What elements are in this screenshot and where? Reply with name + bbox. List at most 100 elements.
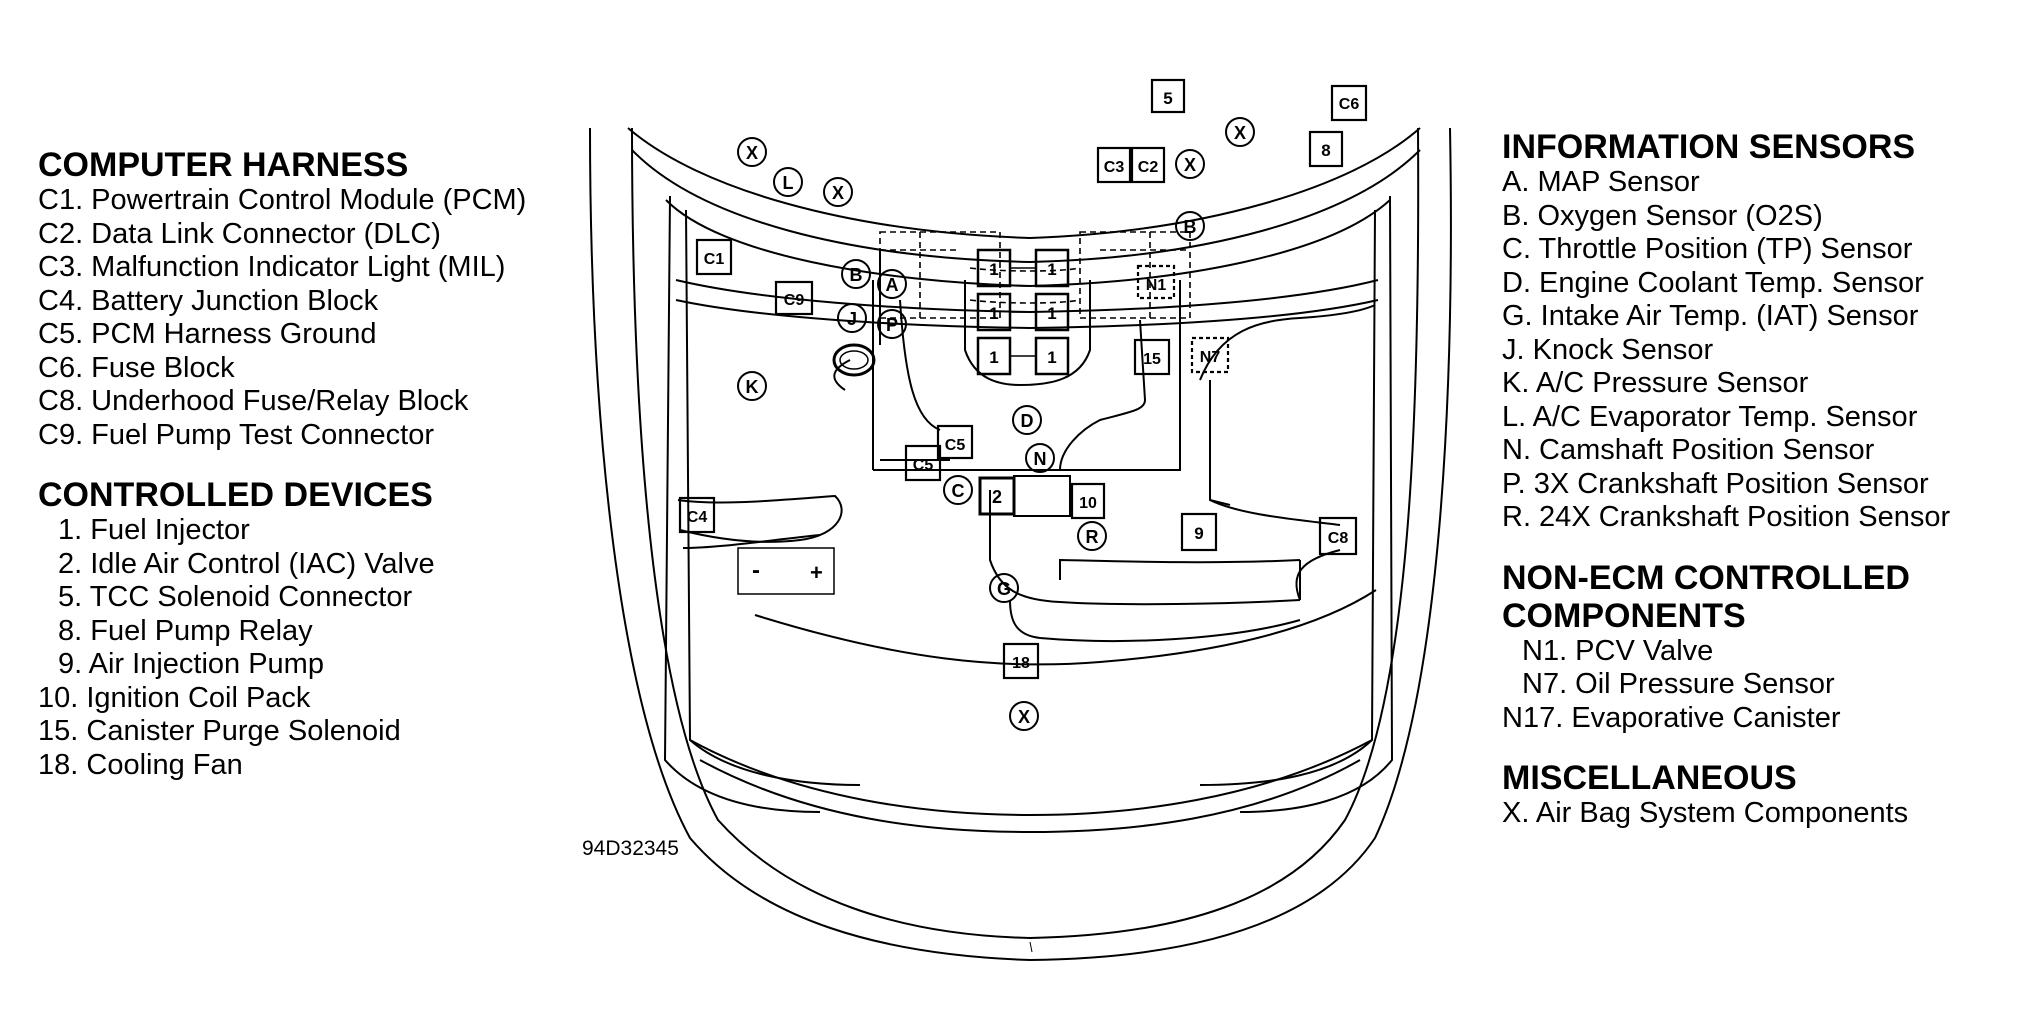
circle-label-p: P [886,315,898,335]
injector-label: 1 [989,304,998,323]
list-item: N17. Evaporative Canister [1502,701,1841,734]
list-item: C9. Fuel Pump Test Connector [38,418,434,451]
box-9-label: 9 [1194,524,1203,543]
non-ecm-heading: NON-ECM CONTROLLED COMPONENTS [1502,559,1950,635]
list-item: C4. Battery Junction Block [38,284,379,317]
box-c5-lower: C5 [904,444,942,482]
fuel-injectors: 1 1 1 1 1 1 [976,248,1070,376]
battery-minus: - [752,557,760,584]
list-item: R. 24X Crankshaft Position Sensor [1502,501,1951,533]
circle-label-j: J [847,309,857,329]
box-c5-upper-label: C5 [945,437,966,454]
box-c3-label: C3 [1104,159,1125,176]
list-item: C5. PCM Harness Ground [38,318,377,350]
circle-label-x: X [1018,707,1030,727]
injector-label: 1 [1047,260,1056,279]
circle-label-d: D [1021,411,1034,431]
non-ecm-list: N1. PCV Valve N7. Oil Pressure Sensor N1… [1502,635,1950,736]
list-item: N7. Oil Pressure Sensor [1522,668,1835,700]
circle-label-g: G [997,579,1011,599]
circle-label-x: X [1234,123,1246,143]
airbag-x-marker: X [1175,149,1205,179]
box-c8: C8 [1318,516,1358,556]
circle-label-b: B [1184,217,1197,237]
box-18-label: 18 [1012,655,1030,672]
iat-sensor-g: G [989,573,1019,603]
knock-sensor-oval [832,343,876,377]
coolant-sensor-d: D [1012,405,1042,435]
list-item: 1. Fuel Injector [58,514,250,546]
miscellaneous-list: X. Air Bag System Components [1502,797,1950,831]
knock-sensor-j: J [837,303,867,333]
box-10: 10 [1070,482,1106,520]
list-item: A. MAP Sensor [1502,166,1700,198]
non-ecm-heading-line2: COMPONENTS [1502,596,1746,635]
injector-box: 1 [976,336,1012,376]
box-c6-label: C6 [1339,96,1360,113]
sensor-circles: X L X X X B B A J P K D N C R G X [737,117,1255,731]
oxygen-sensor-b-right: B [1175,211,1205,241]
injector-box: 1 [976,248,1012,288]
box-c6: C6 [1330,84,1368,122]
throttle-body [1013,475,1071,517]
airbag-x-marker: X [1225,117,1255,147]
component-boxes: 5 C6 8 C3 C2 C1 C9 N1 [678,78,1368,680]
circle-label-x: X [1184,155,1196,175]
camshaft-sensor-n: N [1025,443,1055,473]
box-c4-label: C4 [687,509,708,526]
list-item: P. 3X Crankshaft Position Sensor [1502,467,1929,500]
box-c2-label: C2 [1138,159,1159,176]
box-c1-label: C1 [704,251,725,268]
list-item: L. A/C Evaporator Temp. Sensor [1502,400,1918,433]
list-item: D. Engine Coolant Temp. Sensor [1502,266,1924,299]
controlled-devices-heading: CONTROLLED DEVICES [38,476,433,514]
computer-harness-heading: COMPUTER HARNESS [38,146,409,184]
injector-label: 1 [989,348,998,367]
knock-sensor-oval-inner [839,350,869,370]
box-c5-lower-label: C5 [913,457,934,474]
circle-label-c: C [952,481,965,501]
box-2: 2 [978,476,1016,516]
box-n1: N1 [1136,264,1176,300]
battery-plus: + [810,560,823,585]
list-item: C3. Malfunction Indicator Light (MIL) [38,251,506,283]
circle-label-n: N [1034,449,1047,469]
list-item: J. Knock Sensor [1502,333,1714,366]
box-c9: C9 [774,280,814,316]
throttle-sensor-c: C [943,475,973,505]
circle-label-k: K [746,377,759,397]
crank-sensor-p: P [877,309,907,339]
list-item: C. Throttle Position (TP) Sensor [1502,233,1913,265]
box-8: 8 [1308,130,1344,168]
list-item: C8. Underhood Fuse/Relay Block [38,385,469,417]
box-9: 9 [1180,512,1218,552]
circle-label-x: X [832,183,844,203]
box-2-label: 2 [992,487,1002,507]
ac-pressure-sensor-k: K [737,371,767,401]
list-item: G. Intake Air Temp. (IAT) Sensor [1502,300,1919,332]
list-item: N. Camshaft Position Sensor [1502,434,1875,466]
right-legend: INFORMATION SENSORS A. MAP Sensor B. Oxy… [1502,128,1950,831]
non-ecm-heading-line1: NON-ECM CONTROLLED [1502,558,1910,597]
box-10-label: 10 [1079,495,1097,512]
list-item: 18. Cooling Fan [38,748,243,781]
box-15: 15 [1133,338,1171,376]
oxygen-sensor-b-left: B [841,259,871,289]
computer-harness-list: C1. Powertrain Control Module (PCM) C2. … [38,184,526,452]
circle-label-x: X [746,143,758,163]
list-item: B. Oxygen Sensor (O2S) [1502,199,1823,232]
list-item: 10. Ignition Coil Pack [38,681,311,714]
airbag-x-marker: X [823,177,853,207]
list-item: C6. Fuse Block [38,351,235,384]
injector-label: 1 [1047,304,1056,323]
map-sensor-a: A [877,269,907,299]
airbag-x-marker: X [737,137,767,167]
battery: - + [737,547,835,595]
left-legend: COMPUTER HARNESS C1. Powertrain Control … [38,146,526,782]
box-5: 5 [1150,78,1186,114]
figure-id: 94D32345 [582,837,679,860]
injector-label: 1 [1047,348,1056,367]
list-item: K. A/C Pressure Sensor [1502,367,1809,399]
list-item: 5. TCC Solenoid Connector [58,581,413,613]
miscellaneous-heading: MISCELLANEOUS [1502,759,1797,797]
